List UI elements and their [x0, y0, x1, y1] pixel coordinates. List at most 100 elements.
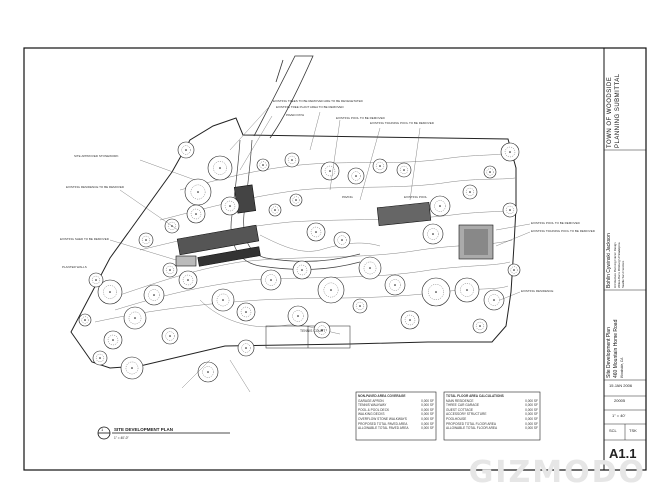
tree-inner-ring: [460, 283, 474, 297]
row-label: ALLOWABLE TOTAL PAVED AREA: [358, 426, 409, 431]
site-city: Woodside, CA: [620, 357, 624, 378]
tree-inner-ring: [190, 208, 202, 220]
tree-trunk: [295, 199, 297, 201]
annotation-right-2: EXISTING TRAINING POOL TO BE REMOVED: [531, 229, 595, 233]
tree-trunk: [466, 289, 468, 291]
architect-line-3: Seattle San Francisco: [621, 260, 625, 288]
leader-lines: [109, 107, 531, 393]
tree-inner-ring: [128, 311, 142, 325]
watermark: GIZMODO: [468, 455, 646, 490]
plan-number: 1: [101, 427, 104, 432]
annotation-top-5: EXISTING TRAINING POOL TO BE REMOVED: [370, 121, 434, 125]
tree-inner-ring: [428, 284, 444, 300]
row-value: 0,000 SF: [421, 421, 434, 426]
tree-inner-ring: [181, 145, 191, 155]
tree-trunk: [369, 267, 371, 269]
scale-field: 1" = 40': [612, 413, 626, 418]
tree-trunk: [439, 205, 441, 207]
tree-trunk: [341, 239, 343, 241]
tree-inner-ring: [167, 221, 177, 231]
tree-inner-ring: [241, 343, 251, 353]
sheet-number: A1.1: [609, 446, 637, 461]
tree-trunk: [355, 175, 357, 177]
tree-trunk: [109, 291, 111, 293]
row-label: MAIN RESIDENCE: [446, 398, 474, 403]
tree-inner-ring: [182, 274, 194, 286]
tree-trunk: [245, 347, 247, 349]
tree-inner-ring: [324, 165, 336, 177]
tennis-court: [265, 325, 351, 349]
tree-trunk: [394, 284, 396, 286]
building-footprints: [175, 184, 494, 267]
tree-trunk: [409, 319, 411, 321]
tree-inner-ring: [148, 289, 160, 301]
area-coverage-title: NON-PAVED AREA COVERAGE: [358, 394, 406, 398]
tree-inner-ring: [486, 168, 494, 176]
tree-inner-ring: [427, 228, 439, 240]
tree-inner-ring: [317, 325, 327, 335]
annotation-top-4: EXISTING POOL TO BE REMOVED: [336, 116, 385, 120]
tree-trunk: [169, 269, 171, 271]
tree-inner-ring: [213, 161, 227, 175]
tree-inner-ring: [399, 165, 409, 175]
row-value: 0,000 SF: [421, 416, 434, 421]
property-boundary: [70, 117, 517, 369]
tree-inner-ring: [475, 321, 485, 331]
tree-inner-ring: [190, 184, 206, 200]
row-value: 0,000 SF: [421, 412, 434, 417]
row-value: 0,000 SF: [525, 398, 538, 403]
tree-inner-ring: [271, 206, 279, 214]
tree-trunk: [432, 233, 434, 235]
row-value: 0,000 SF: [525, 421, 538, 426]
annotation-left-3: EXISTING SHED TO BE REMOVED: [60, 237, 109, 241]
tree-inner-ring: [95, 353, 105, 363]
annotation-top-1: EXISTING TREES TO BE REMOVED ARE TO BE R…: [273, 99, 363, 103]
tree-inner-ring: [337, 235, 347, 245]
floor-area-table: TOTAL FLOOR AREA CALCULATIONS MAIN RESID…: [446, 394, 538, 431]
plan-label-symbol: [97, 426, 111, 440]
row-label: THREE CAR GARAGE: [446, 403, 479, 408]
tree-trunk: [330, 289, 332, 291]
annotation-right-1: EXISTING POOL TO BE REMOVED: [531, 221, 580, 225]
table-row: OVERFLOW STONE WALKWAYS 0,000 SF: [358, 417, 434, 422]
tree-inner-ring: [125, 361, 139, 375]
tree-trunk: [291, 159, 293, 161]
tree-inner-ring: [296, 264, 308, 276]
garage: [197, 246, 261, 267]
tree-trunk: [359, 305, 361, 307]
tree-inner-ring: [107, 334, 119, 346]
row-value: 0,000 SF: [421, 398, 434, 403]
checked-by: TSK: [629, 428, 637, 433]
row-label: PROPOSED TOTAL FLOOR AREA: [446, 421, 497, 426]
tree-inner-ring: [355, 301, 365, 311]
tree-trunk: [321, 329, 323, 331]
project-name: TOWN OF WOODSIDE: [607, 76, 613, 148]
row-value: 0,000 SF: [421, 403, 434, 408]
tree-inner-ring: [389, 279, 401, 291]
tree-trunk: [112, 339, 114, 341]
tree-inner-ring: [259, 161, 267, 169]
tree-trunk: [197, 191, 199, 193]
row-value: 0,000 SF: [525, 426, 538, 431]
tree-inner-ring: [323, 282, 339, 298]
annotation-left-4: PLANTER WALLS: [62, 265, 87, 269]
row-label: OVERFLOW STONE WALKWAYS: [358, 416, 407, 421]
tree-inner-ring: [510, 266, 518, 274]
plan-title: SITE DEVELOPMENT PLAN: [114, 427, 174, 432]
tree-canopy-layer: [78, 141, 521, 383]
sheet-border: [23, 47, 647, 471]
site-address: 460 Mountain Home Road: [613, 319, 619, 378]
tree-inner-ring: [363, 261, 377, 275]
tree-inner-ring: [216, 293, 230, 307]
row-value: 0,000 SF: [525, 403, 538, 408]
tree-trunk: [489, 171, 491, 173]
tree-inner-ring: [404, 314, 416, 326]
tree-trunk: [229, 205, 231, 207]
tree-inner-ring: [488, 294, 500, 306]
tree-trunk: [207, 371, 209, 373]
tree-trunk: [509, 209, 511, 211]
